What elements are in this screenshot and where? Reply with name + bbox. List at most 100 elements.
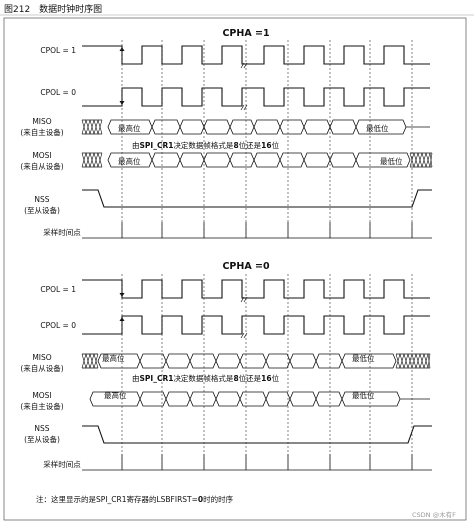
hatch-stroke xyxy=(429,152,433,168)
mosi-label: MOSI xyxy=(32,391,51,400)
bit-cell xyxy=(329,152,357,168)
cpol1-clock-trace xyxy=(82,279,430,299)
bit-cell xyxy=(265,391,291,407)
mosi-tail-undefined xyxy=(409,152,433,168)
bit-cell xyxy=(341,353,397,369)
bit-cell xyxy=(151,119,181,135)
hatch-stroke xyxy=(89,152,95,168)
figure-caption: 图212 数据时钟时序图 xyxy=(4,3,102,15)
bit-cell xyxy=(253,119,281,135)
nss-label: NSS xyxy=(34,424,49,433)
miso-tail-undefined xyxy=(395,353,431,369)
sample-label: 采样时间点 xyxy=(43,227,81,237)
cpol1-clock-trace xyxy=(82,45,430,65)
hatch-stroke xyxy=(93,152,99,168)
cpol0-label: CPOL = 0 xyxy=(40,321,76,330)
nss-label: NSS xyxy=(34,195,49,204)
hatch-stroke xyxy=(97,119,103,135)
hatch-stroke xyxy=(421,152,427,168)
bit-cell xyxy=(315,391,343,407)
bit-cell xyxy=(151,152,181,168)
bit-cell xyxy=(189,391,217,407)
bit-cell xyxy=(203,152,231,168)
bit-cell xyxy=(165,353,191,369)
frame-format-note: 由SPI_CR1决定数据帧格式是8位还是16位 xyxy=(132,373,280,383)
hatch-stroke xyxy=(415,353,421,369)
mosi-sublabel: (来自主设备) xyxy=(20,401,63,411)
miso-undefined-region xyxy=(81,119,103,135)
cpol0-label: CPOL = 0 xyxy=(40,88,76,97)
miso-bit-cells xyxy=(97,353,397,369)
cpol0-clock-trace xyxy=(82,315,430,335)
nss-sublabel: (至从设备) xyxy=(24,205,60,215)
bit-cell xyxy=(215,353,241,369)
clock-break-mark xyxy=(240,296,248,303)
miso-undefined-region xyxy=(81,353,99,369)
clock-edge-arrow xyxy=(119,101,125,105)
bit-cell xyxy=(139,353,167,369)
bit-cell xyxy=(315,353,343,369)
figure-frame xyxy=(3,17,467,521)
bit-cell xyxy=(279,152,305,168)
mosi-bit-cells xyxy=(107,152,411,168)
frame-format-note: 由SPI_CR1决定数据帧格式是8位还是16位 xyxy=(132,140,280,150)
clock-break-mark xyxy=(240,332,248,339)
cpol0-clock-trace xyxy=(82,87,430,107)
bit-cell xyxy=(165,391,191,407)
sample-label: 采样时间点 xyxy=(43,459,81,469)
bit-cell xyxy=(189,353,217,369)
hatch-stroke xyxy=(395,353,401,369)
mosi-bit-cells xyxy=(89,391,430,407)
mosi-label: MOSI xyxy=(32,151,51,160)
bit-cell xyxy=(179,119,205,135)
cpol1-label: CPOL = 1 xyxy=(40,46,76,55)
bit-cell xyxy=(289,391,317,407)
bit-cell xyxy=(179,152,205,168)
hatch-stroke xyxy=(417,152,423,168)
clock-break-mark xyxy=(240,104,248,111)
cpol1-label: CPOL = 1 xyxy=(40,285,76,294)
clock-break-mark xyxy=(240,62,248,69)
nss-trace xyxy=(82,425,432,444)
hatch-stroke xyxy=(93,353,99,369)
mosi-msb-label: 最高位 xyxy=(104,390,127,400)
hatch-stroke xyxy=(85,119,91,135)
panel-title: CPHA =0 xyxy=(222,261,270,272)
hatch-stroke xyxy=(85,152,91,168)
hatch-stroke xyxy=(423,353,429,369)
miso-lsb-label: 最低位 xyxy=(366,123,389,133)
mosi-msb-label: 最高位 xyxy=(118,156,141,166)
bit-cell xyxy=(229,119,255,135)
bit-cell xyxy=(355,152,411,168)
miso-label: MISO xyxy=(32,117,51,126)
hatch-stroke xyxy=(407,353,413,369)
hatch-stroke xyxy=(97,152,103,168)
panel-title: CPHA =1 xyxy=(222,28,269,39)
bit-cell xyxy=(265,353,291,369)
miso-bit-cells xyxy=(107,119,430,135)
bit-cell xyxy=(253,152,281,168)
hatch-stroke xyxy=(89,353,95,369)
hatch-stroke xyxy=(411,353,417,369)
miso-msb-label: 最高位 xyxy=(102,353,125,363)
mosi-undefined-region xyxy=(81,152,103,168)
mosi-lsb-label: 最低位 xyxy=(380,156,403,166)
hatch-stroke xyxy=(85,353,91,369)
hatch-stroke xyxy=(81,353,87,369)
hatch-stroke xyxy=(427,353,431,369)
bit-cell xyxy=(279,119,305,135)
bit-cell xyxy=(303,119,331,135)
hatch-stroke xyxy=(413,152,419,168)
bit-cell xyxy=(215,391,241,407)
bit-cell xyxy=(239,391,267,407)
hatch-stroke xyxy=(89,119,95,135)
bit-cell xyxy=(329,119,357,135)
mosi-sublabel: (来自从设备) xyxy=(20,161,63,171)
nss-trace xyxy=(82,189,432,208)
watermark: CSDN @木有F xyxy=(412,510,456,519)
bit-cell xyxy=(239,353,267,369)
hatch-stroke xyxy=(93,119,99,135)
